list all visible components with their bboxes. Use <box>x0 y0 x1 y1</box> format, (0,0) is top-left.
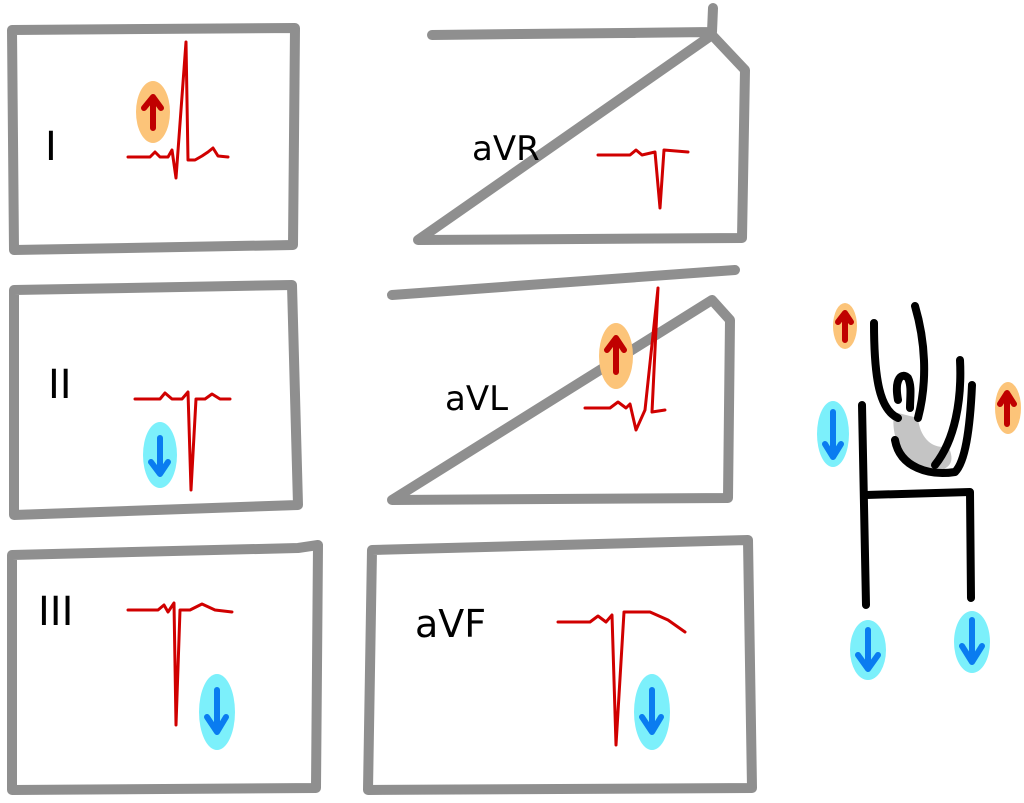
left-leg <box>858 401 870 609</box>
arrow-down-icon <box>959 617 985 665</box>
torso-curve <box>891 381 976 477</box>
panel-frame <box>387 265 740 505</box>
body-figure <box>817 302 1021 680</box>
ecg-trace <box>556 610 687 747</box>
lead-aVL-panel: aVL <box>387 265 740 505</box>
panel-frame <box>9 280 303 520</box>
lead-label: II <box>48 362 72 408</box>
lead-label: aVR <box>472 129 540 169</box>
body-shading <box>893 412 952 472</box>
pelvis <box>862 488 975 602</box>
right-arm-outer <box>911 302 929 422</box>
arrow-down-icon <box>822 409 844 460</box>
arrow-down-icon <box>204 687 229 735</box>
lead-label: I <box>45 124 57 170</box>
arrow-up-icon <box>997 390 1017 427</box>
left-arm-inner <box>893 371 915 412</box>
left-arm-outer <box>870 319 902 422</box>
arrow-down-icon <box>148 435 171 477</box>
lead-I-panel: I <box>7 23 300 255</box>
ecg-trace <box>583 286 667 432</box>
lead-label: aVF <box>415 602 486 646</box>
panel-frame <box>413 3 750 245</box>
arrow-down-icon <box>855 627 881 672</box>
ecg-trace <box>126 40 230 180</box>
arrow-up-icon <box>141 94 164 131</box>
ecg-trace <box>126 601 234 727</box>
lead-aVR-panel: aVR <box>413 3 750 245</box>
ecg-trace <box>596 148 690 210</box>
ecg-trace <box>133 390 232 492</box>
arrow-up-icon <box>604 335 627 375</box>
lead-II-panel: II <box>9 280 303 520</box>
panel-frame <box>363 535 757 795</box>
right-arm-inner <box>931 356 965 469</box>
lead-III-panel: III <box>7 540 323 795</box>
lead-aVF-panel: aVF <box>363 535 757 795</box>
lead-label: aVL <box>445 379 508 419</box>
arrow-up-icon <box>835 310 854 343</box>
lead-label: III <box>38 589 73 635</box>
panel-frame <box>7 540 323 795</box>
panel-frame <box>7 23 300 255</box>
arrow-down-icon <box>639 687 664 735</box>
